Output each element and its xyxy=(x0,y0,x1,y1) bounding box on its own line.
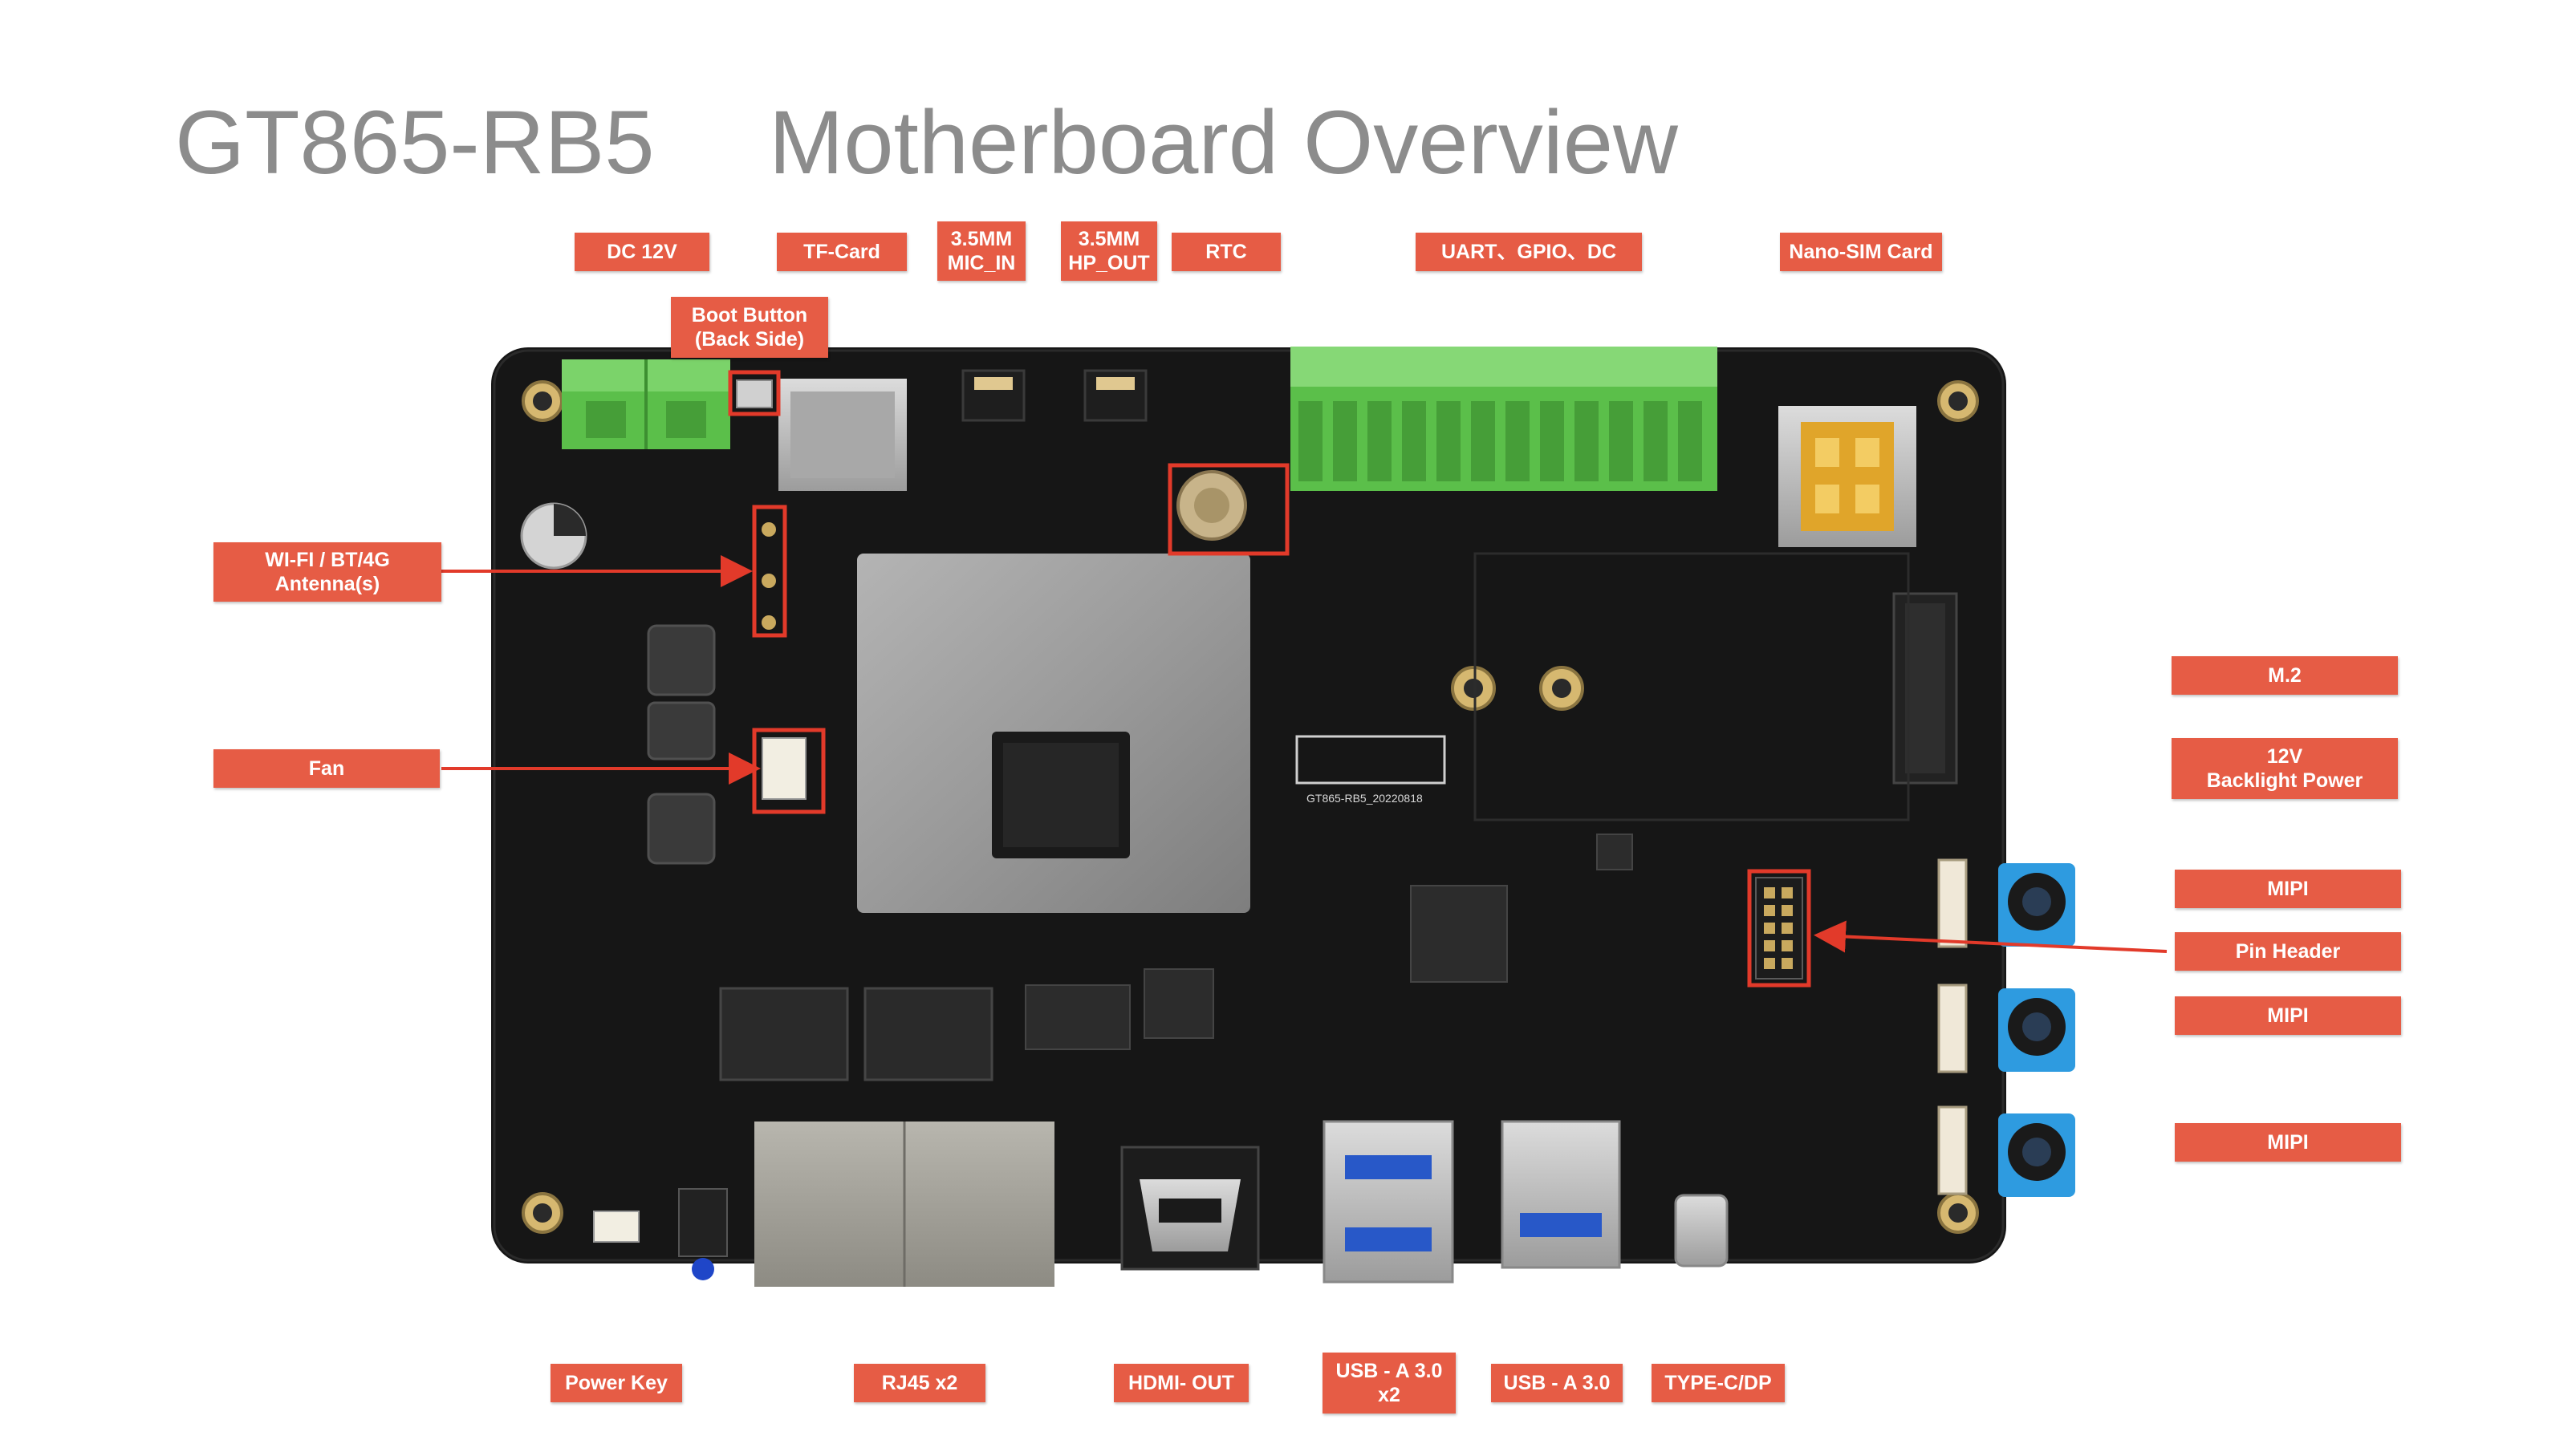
terminal-tooth xyxy=(1644,401,1668,481)
ethernet-transformers xyxy=(719,987,993,1081)
terminal-tooth xyxy=(1298,401,1323,481)
label-nano-sim: Nano-SIM Card xyxy=(1780,233,1942,271)
antenna-connectors xyxy=(762,522,776,630)
header-pin xyxy=(1764,905,1775,916)
mipi-board-connectors xyxy=(1937,858,1968,1195)
header-pin xyxy=(1764,923,1775,934)
electrolytic-capacitor xyxy=(520,502,587,570)
label-boot-button: Boot Button (Back Side) xyxy=(671,297,828,358)
power-key xyxy=(678,1188,728,1280)
label-mipi-3: MIPI xyxy=(2175,1123,2401,1162)
nano-sim-slot xyxy=(1778,406,1916,547)
label-hp-out: 3.5MM HP_OUT xyxy=(1061,221,1157,281)
header-pin xyxy=(1764,958,1775,969)
label-usb-a-dual: USB - A 3.0 x2 xyxy=(1323,1353,1456,1414)
pin-header-pins xyxy=(1764,887,1793,969)
silkscreen-model-text: GT865-RB5_20220818 xyxy=(1306,792,1423,805)
label-dc12v: DC 12V xyxy=(575,233,709,271)
mic-in-jack xyxy=(961,369,1026,422)
label-uart-gpio-dc: UART、GPIO、DC xyxy=(1416,233,1642,271)
label-pin-header: Pin Header xyxy=(2175,932,2401,971)
rtc-battery-holder xyxy=(1176,470,1247,541)
terminal-tooth xyxy=(1574,401,1599,481)
terminal-tooth xyxy=(1436,401,1461,481)
type-c-port xyxy=(1674,1194,1729,1268)
terminal-tooth xyxy=(1609,401,1633,481)
terminal-tooth xyxy=(1505,401,1530,481)
dc12v-terminal-block xyxy=(562,359,730,449)
inductors xyxy=(647,624,716,865)
terminal-tooth xyxy=(1333,401,1357,481)
callout-lines xyxy=(441,555,2168,953)
header-pin xyxy=(1782,958,1793,969)
terminal-tooth xyxy=(1540,401,1564,481)
small-connector xyxy=(593,1211,640,1243)
label-backlight-power: 12V Backlight Power xyxy=(2172,738,2398,799)
usb-a-single-port xyxy=(1501,1120,1621,1269)
m2-area-outline xyxy=(1473,552,1910,821)
usb-a-dual-port xyxy=(1323,1120,1454,1284)
boot-button xyxy=(736,379,773,408)
label-fan: Fan xyxy=(213,749,440,788)
header-pin xyxy=(1782,940,1793,951)
label-mipi-2: MIPI xyxy=(2175,996,2401,1035)
label-rtc: RTC xyxy=(1172,233,1281,271)
header-pin xyxy=(1764,887,1775,898)
label-antenna: WI-FI / BT/4G Antenna(s) xyxy=(213,542,441,602)
hdmi-port xyxy=(1120,1146,1260,1271)
product-title: GT865-RB5 xyxy=(175,92,655,193)
terminal-tooth xyxy=(1367,401,1392,481)
header-pin xyxy=(1764,940,1775,951)
terminal-tooth xyxy=(1678,401,1702,481)
silkscreen-box xyxy=(1295,735,1446,785)
camera-modules xyxy=(1998,863,2075,1197)
highlight-boxes xyxy=(728,370,1811,988)
pin-header xyxy=(1755,877,1803,980)
label-type-c-dp: TYPE-C/DP xyxy=(1652,1364,1785,1402)
tf-card-slot xyxy=(778,379,907,491)
page-subtitle: Motherboard Overview xyxy=(769,92,1678,193)
misc-ics xyxy=(1025,834,1633,1050)
terminal-tooth xyxy=(1402,401,1426,481)
label-usb-a-single: USB - A 3.0 xyxy=(1491,1364,1623,1402)
hp-out-jack xyxy=(1083,369,1148,422)
soc-heatsink xyxy=(857,554,1250,913)
label-m2: M.2 xyxy=(2172,656,2398,695)
header-pin xyxy=(1782,923,1793,934)
terminal-tooth xyxy=(1471,401,1495,481)
label-power-key: Power Key xyxy=(551,1364,682,1402)
header-pin xyxy=(1782,887,1793,898)
label-rj45: RJ45 x2 xyxy=(854,1364,985,1402)
label-mipi-1: MIPI xyxy=(2175,870,2401,908)
terminal-teeth xyxy=(1298,401,1702,481)
label-mic-in: 3.5MM MIC_IN xyxy=(937,221,1026,281)
header-pin xyxy=(1782,905,1793,916)
rj45-jacks xyxy=(754,1122,1054,1287)
label-tfcard: TF-Card xyxy=(777,233,907,271)
m2-slot xyxy=(1892,592,1958,785)
label-hdmi-out: HDMI- OUT xyxy=(1114,1364,1249,1402)
fan-connector xyxy=(762,737,807,800)
